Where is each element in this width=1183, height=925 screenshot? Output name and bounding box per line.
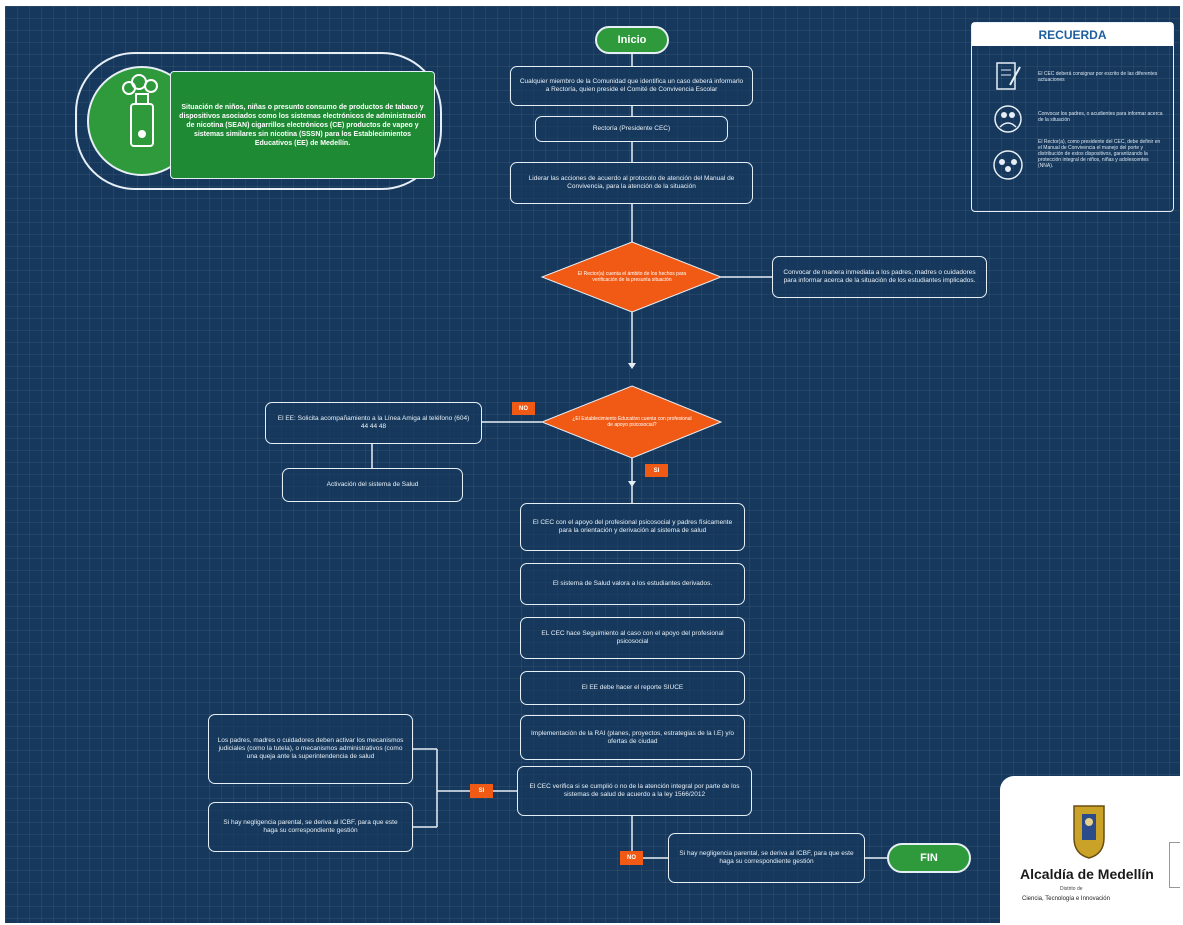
people-group-icon	[990, 147, 1026, 183]
recuerda-title: RECUERDA	[972, 23, 1173, 46]
flowchart-canvas: Situación de niños, niñas o presunto con…	[5, 6, 1180, 923]
intro-description: Situación de niños, niñas o presunto con…	[170, 71, 435, 179]
step-convene-parents: Convocar de manera inmediata a los padre…	[772, 256, 987, 298]
side-panel-edge[interactable]	[1169, 842, 1180, 888]
step-siuce-report: El EE debe hacer el reporte SIUCE	[520, 671, 745, 705]
intro-frame	[75, 52, 442, 190]
decision-diamond-1	[540, 241, 723, 313]
document-pen-icon	[990, 59, 1026, 95]
recuerda-panel: RECUERDA El CEC deberá consignar por esc…	[971, 22, 1174, 212]
family-care-icon	[990, 101, 1026, 137]
logo-name: Alcaldía de Medellín	[1020, 866, 1154, 882]
logo-subtitle-1: Distrito de	[1060, 886, 1083, 892]
step-cec-orientation: El CEC con el apoyo del profesional psic…	[520, 503, 745, 551]
recuerda-item-1: El CEC deberá consignar por escrito de l…	[1038, 71, 1158, 83]
alcaldia-logo-card: Alcaldía de Medellín Distrito de Ciencia…	[1000, 776, 1180, 923]
step-rai-implementation: Implementación de la RAI (planes, proyec…	[520, 715, 745, 760]
start-terminal: Inicio	[595, 26, 669, 54]
step-legal-mechanisms: Los padres, madres o cuidadores deben ac…	[208, 714, 413, 784]
tag-si-2: SI	[470, 784, 493, 798]
decision-2-text: ¿El Establecimiento Educativo cuenta con…	[572, 416, 692, 428]
recuerda-item-3: El Rector(a), como presidente del CEC, d…	[1038, 139, 1161, 169]
tag-no-1: NO	[512, 402, 535, 415]
logo-subtitle-2: Ciencia, Tecnología e Innovación	[1022, 896, 1110, 902]
tag-no-2: NO	[620, 851, 643, 865]
step-cec-verify: El CEC verifica si se cumplió o no de la…	[517, 766, 752, 816]
step-health-activation: Activación del sistema de Salud	[282, 468, 463, 502]
connector-lines	[371, 52, 887, 859]
decision-diamond-2	[540, 385, 723, 459]
end-terminal: FIN	[887, 843, 971, 873]
decision-1-text: El Rector(a) cuenta el ámbito de los hec…	[577, 271, 687, 283]
step-cec-followup: EL CEC hace Seguimiento al caso con el a…	[520, 617, 745, 659]
step-icbf-right: Si hay negligencia parental, se deriva a…	[668, 833, 865, 883]
coat-of-arms-icon	[1072, 804, 1106, 860]
step-health-assessment: El sistema de Salud valora a los estudia…	[520, 563, 745, 605]
tag-si-1: SI	[645, 464, 668, 477]
step-linea-amiga: El EE: Solicita acompañamiento a la Líne…	[265, 402, 482, 444]
recuerda-item-2: Convocar los padres, o acudientes para i…	[1038, 111, 1163, 123]
step-rectoria: Rectoría (Presidente CEC)	[535, 116, 728, 142]
step-lead-actions: Liderar las acciones de acuerdo al proto…	[510, 162, 753, 204]
step-identify-case: Cualquier miembro de la Comunidad que id…	[510, 66, 753, 106]
step-icbf-left: Si hay negligencia parental, se deriva a…	[208, 802, 413, 852]
